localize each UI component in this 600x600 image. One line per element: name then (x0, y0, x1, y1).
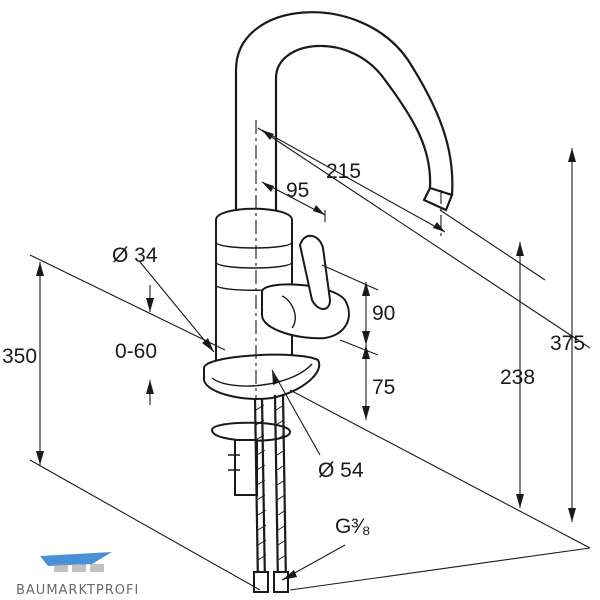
dim-mount-thickness: 0-60 (115, 340, 157, 363)
lever-handle (261, 234, 350, 340)
dimension-labels: 215 95 Ø 34 0-60 350 90 75 238 375 Ø 54 … (2, 160, 585, 538)
brand-logo: BAUMARKTPROFI (16, 552, 139, 598)
supply-hoses (253, 394, 289, 593)
dim-connection-thread: G³⁄₈ (335, 515, 371, 538)
dim-total-height: 375 (550, 332, 585, 355)
dim-handle-height: 90 (372, 302, 395, 325)
logo-text: BAUMARKTPROFI (16, 583, 139, 598)
dim-max-height: 350 (2, 345, 37, 368)
dim-base-diameter: Ø 54 (318, 459, 364, 482)
dim-spout-reach: 215 (326, 160, 361, 183)
dim-base-height: 75 (372, 376, 395, 399)
faucet-body (215, 11, 454, 371)
logo-roof-icon (40, 552, 112, 566)
dim-handle-offset: 95 (286, 179, 309, 202)
dim-body-diameter: Ø 34 (112, 244, 158, 267)
dim-outlet-height: 238 (500, 366, 535, 389)
mounting-base (203, 353, 321, 496)
dimension-lines (29, 127, 591, 591)
